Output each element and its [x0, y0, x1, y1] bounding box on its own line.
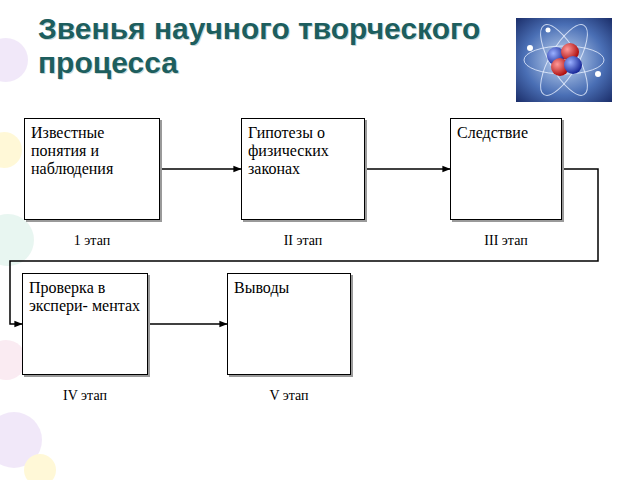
box-text: Проверка в экспери- ментах — [23, 274, 147, 320]
box-text: Гипотезы о физических законах — [242, 119, 364, 183]
box-text: Выводы — [228, 274, 350, 302]
pastel-shapes — [0, 38, 56, 480]
process-box: Известные понятия и наблюдения1 этап — [24, 118, 160, 220]
diagram-title: Звенья научного творческого процесса — [38, 12, 508, 80]
flow-arrow — [160, 168, 241, 170]
pastel-circle — [0, 132, 22, 168]
electron-dot — [527, 45, 533, 51]
stage-label: II этап — [222, 233, 384, 249]
pastel-circle — [0, 38, 28, 82]
process-box: ВыводыV этап — [227, 273, 351, 375]
neutron-ball — [564, 56, 582, 74]
flow-arrow — [365, 168, 450, 170]
electron-dot — [546, 28, 551, 33]
process-box: Гипотезы о физических законахII этап — [241, 118, 365, 220]
stage-label: IV этап — [3, 388, 167, 404]
pastel-circle — [24, 454, 56, 480]
electron-dot — [595, 71, 601, 77]
flow-arrow — [148, 323, 227, 325]
pastel-circle — [0, 214, 34, 266]
atom-orbit — [532, 18, 596, 101]
atom-picture — [516, 18, 612, 102]
box-text: Известные понятия и наблюдения — [25, 119, 159, 183]
process-box: СледствиеIII этап — [450, 118, 562, 220]
box-text: Следствие — [451, 119, 561, 147]
atom-orbit — [532, 18, 596, 101]
process-box: Проверка в экспери- ментахIV этап — [22, 273, 148, 375]
atom-frame — [516, 18, 612, 102]
stage-label: 1 этап — [5, 233, 179, 249]
stage-label: V этап — [208, 388, 370, 404]
stage-label: III этап — [431, 233, 581, 249]
